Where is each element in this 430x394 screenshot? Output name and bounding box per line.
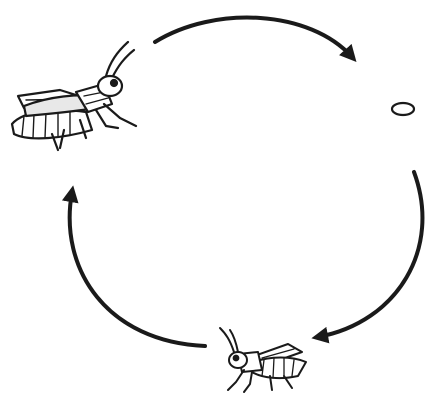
arrow-egg-to-nymph	[318, 172, 422, 337]
grasshopper-adult-icon	[12, 42, 136, 150]
arrow-nymph-to-adult	[70, 192, 205, 346]
arrow-adult-to-egg	[155, 18, 352, 57]
egg-icon	[392, 103, 414, 115]
grasshopper-nymph-icon	[220, 328, 306, 392]
